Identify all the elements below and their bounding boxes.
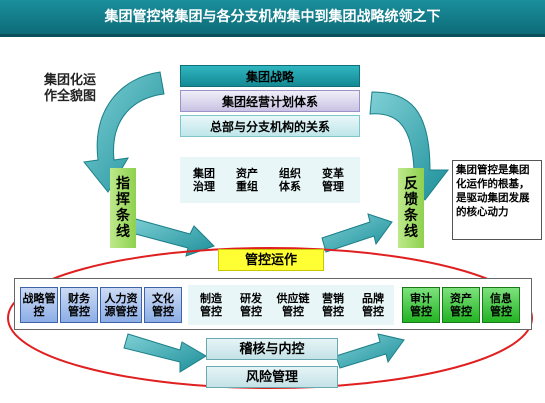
curved-arrow-right [369,91,450,201]
note-box: 集团管控是集团化运作的根基，是驱动集团发展的核心动力 [452,160,542,240]
audit-control-label: 稽核与内控 [239,342,305,357]
control-cell-gray: 研发管控 [232,287,270,323]
command-line-box: 指挥条线 [110,168,136,248]
control-cell-blue: 战略管控 [20,287,58,323]
control-operation-label: 管控运作 [244,253,297,268]
middle-panel [180,157,360,203]
control-cell-gray: 供应链管控 [272,287,314,323]
control-cell-label: 审计管控 [410,292,432,318]
command-line-label: 指挥条线 [116,176,130,240]
middle-item: 资产重组 [228,162,266,198]
control-cell-label: 信息管控 [490,292,512,318]
control-cell-gray: 营销管控 [314,287,352,323]
control-cell-label: 品牌管控 [362,292,384,318]
control-cell-label: 供应链管控 [276,292,310,318]
arrow-center-to-right [321,213,393,253]
control-cell-label: 战略管控 [22,292,56,318]
arrow-bottom-right [335,333,405,369]
control-cell-blue: 文化管控 [144,287,182,323]
strategy-box-label: 集团战略 [245,70,294,84]
feedback-line-label: 反馈条线 [404,176,418,240]
control-cell-label: 资产管控 [450,292,472,318]
arrow-bottom-left [123,333,207,373]
feedback-line-box: 反馈条线 [398,168,424,248]
title-bar: 集团管控将集团与各分支机构集中到集团战略统领之下 [0,0,545,37]
control-cell-label: 制造管控 [200,292,222,318]
middle-item: 集团治理 [185,162,223,198]
panorama-label-text: 集团化运作全貌图 [44,73,97,104]
control-cell-green: 信息管控 [482,287,520,323]
audit-control-box: 稽核与内控 [206,338,338,360]
control-cell-label: 研发管控 [240,292,262,318]
control-cell-green: 资产管控 [442,287,480,323]
middle-item-label: 组织体系 [279,167,301,193]
control-cell-gray: 品牌管控 [354,287,392,323]
middle-item-label: 集团治理 [193,167,215,193]
page-title: 集团管控将集团与各分支机构集中到集团战略统领之下 [104,9,441,25]
control-cell-blue: 人力资源管控 [100,287,142,323]
middle-item-label: 资产重组 [236,167,258,193]
strategy-box: 集团战略 [180,65,360,87]
plan-system-box: 集团经营计划体系 [180,90,360,112]
risk-management-box: 风险管理 [206,366,338,388]
note-text: 集团管控是集团化运作的根基，是驱动集团发展的核心动力 [456,164,530,218]
control-cell-label: 人力资源管控 [104,292,138,318]
hq-branch-box-label: 总部与分支机构的关系 [209,120,330,134]
middle-item: 变革管理 [314,162,352,198]
control-cell-label: 财务管控 [68,292,90,318]
hq-branch-box: 总部与分支机构的关系 [180,115,360,137]
red-oval [7,247,533,389]
middle-item-label: 变革管理 [322,167,344,193]
plan-system-box-label: 集团经营计划体系 [221,95,318,109]
panorama-label: 集团化运作全貌图 [44,73,104,105]
control-operation-box: 管控运作 [218,249,324,271]
risk-management-label: 风险管理 [245,370,298,385]
middle-item: 组织体系 [271,162,309,198]
curved-arrow-left [83,71,165,193]
gray-group-bg [188,285,394,325]
control-cell-label: 文化管控 [152,292,174,318]
control-cell-label: 营销管控 [322,292,344,318]
control-cell-blue: 财务管控 [60,287,98,323]
control-cell-green: 审计管控 [402,287,440,323]
control-cell-gray: 制造管控 [192,287,230,323]
